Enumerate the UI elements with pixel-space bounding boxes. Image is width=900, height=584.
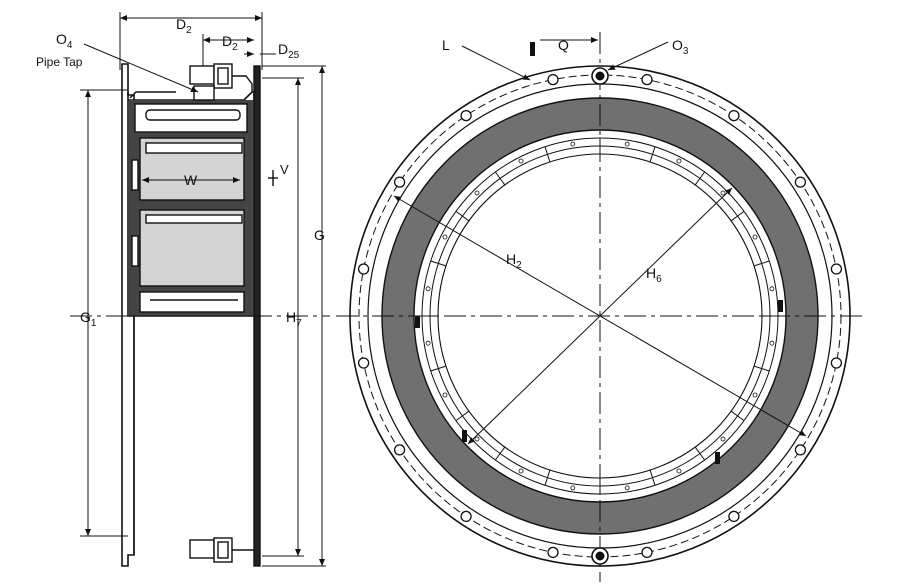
shoe-divider (455, 410, 470, 422)
shoe-hole (769, 286, 775, 292)
shoe-hole (518, 468, 524, 474)
bolt-hole (794, 176, 807, 188)
svg-text:D25: D25 (278, 41, 300, 61)
label-pipe-tap: Pipe Tap (36, 55, 83, 69)
shoe-hole (752, 392, 758, 398)
shoe-hole (624, 485, 630, 491)
svg-text:G1: G1 (80, 309, 97, 329)
label-o3: O (672, 37, 683, 53)
bolt-hole (728, 109, 740, 122)
bolt-hole (728, 510, 740, 523)
shoe-hole (676, 468, 682, 474)
shoe-divider (649, 146, 656, 163)
shoe-hole (518, 158, 524, 164)
shoe-divider (494, 171, 506, 186)
label-g1: G (80, 309, 91, 325)
bolt-hole (393, 176, 406, 188)
svg-text:D2: D2 (176, 16, 192, 36)
side-section-view (121, 63, 278, 567)
shoe-hole (570, 141, 576, 147)
label-d2-outer: D (176, 16, 186, 32)
shoe-hole (570, 485, 576, 491)
shoe-hole (442, 392, 448, 398)
svg-text:H6: H6 (646, 265, 662, 285)
bolt-hole (830, 263, 843, 275)
side-dimensions (70, 12, 330, 567)
shoe-hole (442, 234, 448, 240)
shoe-divider (649, 469, 656, 486)
svg-text:D2: D2 (222, 33, 238, 53)
label-h6: H (646, 265, 656, 281)
shoe-divider (455, 210, 470, 222)
shoe-divider (544, 146, 551, 163)
shoe-divider (544, 469, 551, 486)
svg-text:O3: O3 (672, 37, 689, 57)
shoe-hole (752, 234, 758, 240)
label-q: Q (558, 37, 569, 53)
shoe-hole (720, 190, 726, 196)
bolt-hole (641, 546, 653, 559)
svg-text:H7: H7 (286, 309, 302, 329)
bolt-hole (393, 444, 406, 456)
svg-text:O4: O4 (56, 31, 73, 51)
bolt-hole (547, 546, 559, 559)
shoe-hole (720, 436, 726, 442)
shoe-hole (474, 436, 480, 442)
bolt-hole (357, 263, 370, 275)
bolt-hole (830, 357, 843, 369)
label-h7: H (286, 309, 296, 325)
bolt-hole (547, 73, 559, 86)
labels: D2 D2 D25 O4 Pipe Tap W V G G1 H7 L Q O3… (36, 16, 689, 329)
label-g: G (314, 227, 325, 243)
label-d2-inner: D (222, 33, 232, 49)
label-d25: D (278, 41, 288, 57)
shoe-hole (425, 340, 431, 346)
bolt-hole (460, 510, 472, 523)
bolt-hole (794, 444, 807, 456)
front-dimensions (393, 37, 807, 445)
front-view (336, 32, 866, 582)
shoe-divider (494, 446, 506, 461)
pipe-tap-fitting-top (189, 65, 215, 85)
shoe-hole (769, 340, 775, 346)
label-w: W (184, 172, 198, 188)
bolt-hole (460, 109, 472, 122)
shoe-divider (730, 210, 745, 222)
pipe-tap-fitting-bottom (189, 539, 215, 559)
label-v: V (280, 162, 289, 177)
shoe-hole (624, 141, 630, 147)
bolt-holes (357, 73, 843, 559)
bolt-hole (357, 357, 370, 369)
shoe-divider (694, 446, 706, 461)
label-o4: O (56, 31, 67, 47)
shoe-hole (474, 190, 480, 196)
shoe-hole (425, 286, 431, 292)
shoe-divider (730, 410, 745, 422)
shoe-divider (694, 171, 706, 186)
label-h2: H (506, 251, 516, 267)
svg-text:H2: H2 (506, 251, 522, 271)
shoe-hole (676, 158, 682, 164)
label-l: L (442, 37, 450, 53)
bolt-hole (641, 73, 653, 86)
